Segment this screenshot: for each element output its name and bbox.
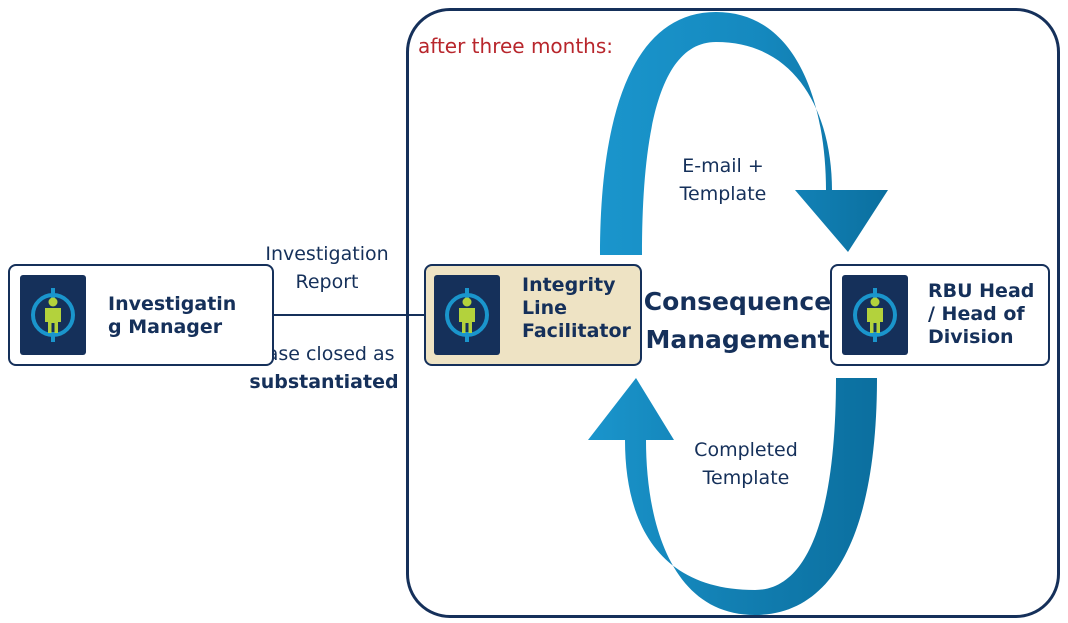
center-title-line1: Consequence: [643, 287, 832, 316]
cycle-top-label: E-mail + Template: [668, 152, 778, 208]
connector-label-above: Investigation Report: [252, 240, 402, 296]
connector-label-below: Case closed as substantiated: [244, 340, 404, 396]
connector-label-above-line2: Report: [295, 271, 359, 293]
node-rbu-head: RBU Head / Head of Division: [830, 264, 1050, 366]
node-label-line1: Investigatin: [108, 293, 237, 315]
node-label: Integrity Line Facilitator: [522, 274, 631, 343]
top-cycle-arrow: [600, 12, 888, 255]
connector-label-below-line1: Case closed as: [253, 343, 395, 365]
node-label-line1: Integrity: [522, 274, 616, 296]
node-label-line2: / Head of: [928, 303, 1025, 325]
cycle-bottom-label-line1: Completed: [694, 439, 798, 461]
cycle-bottom-label-line2: Template: [702, 467, 790, 489]
person-target-icon: [20, 275, 86, 355]
node-label: RBU Head / Head of Division: [928, 280, 1034, 349]
node-integrity-line-facilitator: Integrity Line Facilitator: [424, 264, 642, 366]
cycle-top-label-line1: E-mail +: [682, 155, 764, 177]
node-label-line1: RBU Head: [928, 280, 1035, 302]
node-label: Investigatin g Manager: [108, 293, 236, 339]
center-title: Consequence Management: [640, 283, 835, 359]
center-title-line2: Management: [645, 325, 830, 354]
frame-label: after three months:: [418, 34, 614, 58]
node-label-line3: Facilitator: [522, 320, 631, 342]
person-target-icon: [434, 275, 500, 355]
connector-label-below-line2: substantiated: [249, 371, 399, 393]
node-investigating-manager: Investigatin g Manager: [8, 264, 274, 366]
time-period-frame: [406, 8, 1060, 618]
cycle-bottom-label: Completed Template: [676, 436, 816, 492]
person-target-icon: [842, 275, 908, 355]
connector-label-above-line1: Investigation: [265, 243, 389, 265]
connector-line: [272, 314, 430, 316]
node-label-line3: Division: [928, 326, 1014, 348]
cycle-top-label-line2: Template: [679, 183, 767, 205]
node-label-line2: g Manager: [108, 316, 223, 338]
bottom-cycle-arrow: [588, 378, 877, 615]
node-label-line2: Line: [522, 297, 568, 319]
